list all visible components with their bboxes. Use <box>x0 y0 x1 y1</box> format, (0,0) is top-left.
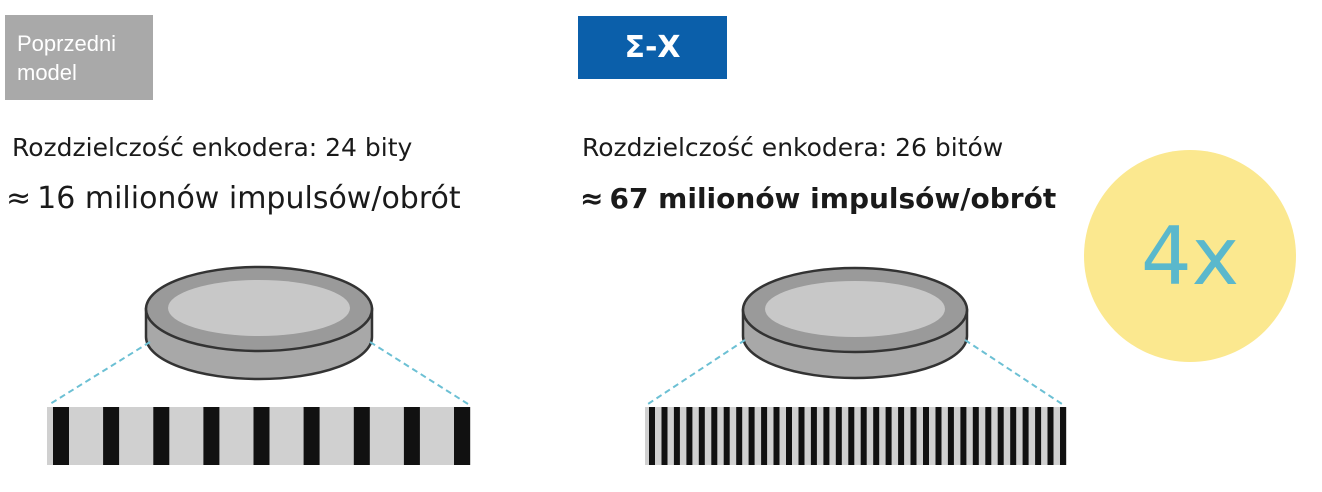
approx-symbol: ≈ <box>580 182 604 215</box>
scale-stripe <box>748 407 755 465</box>
scale-stripe <box>947 407 954 465</box>
scale-stripe <box>454 407 470 465</box>
scale-stripe <box>698 407 705 465</box>
scale-stripe <box>53 407 69 465</box>
scale-stripe <box>761 407 768 465</box>
right-resolution-text: Rozdzielczość enkodera: 26 bitów <box>582 133 1004 162</box>
scale-stripe <box>972 407 979 465</box>
previous-model-text: Poprzedni model <box>17 31 117 85</box>
scale-stripe <box>910 407 917 465</box>
right-stripes <box>649 407 1066 465</box>
previous-model-label: Poprzedni model <box>5 15 153 100</box>
scale-stripe <box>723 407 730 465</box>
scale-stripe <box>736 407 743 465</box>
scale-stripe <box>403 407 420 465</box>
scale-stripe <box>985 407 992 465</box>
scale-stripe <box>823 407 830 465</box>
scale-stripe <box>923 407 929 465</box>
scale-stripe <box>153 407 170 465</box>
encoder-disk-icon <box>741 266 969 380</box>
scale-stripe <box>935 407 942 465</box>
scale-stripe <box>860 407 867 465</box>
scale-stripe <box>353 407 370 465</box>
scale-stripe <box>673 407 680 465</box>
scale-stripe <box>960 407 967 465</box>
right-pulses-line: ≈67 milionów impulsów/obrót <box>580 182 1056 215</box>
scale-stripe <box>848 407 855 465</box>
scale-stripe <box>253 407 270 465</box>
scale-stripe <box>898 407 905 465</box>
scale-stripe <box>835 407 842 465</box>
scale-stripe <box>1060 407 1066 465</box>
scale-stripe <box>686 407 693 465</box>
left-resolution-text: Rozdzielczość enkodera: 24 bity <box>12 133 413 162</box>
speedup-badge: 4x <box>1084 150 1296 362</box>
sigma-x-label: Σ-X <box>578 16 727 79</box>
left-stripes <box>53 407 470 465</box>
scale-stripe <box>798 407 805 465</box>
scale-stripe <box>810 407 817 465</box>
scale-stripe <box>661 407 668 465</box>
scale-stripe <box>303 407 320 465</box>
scale-stripe <box>649 407 655 465</box>
scale-stripe <box>711 407 718 465</box>
scale-stripe <box>1010 407 1017 465</box>
scale-stripe <box>873 407 880 465</box>
right-pulses-text: 67 milionów impulsów/obrót <box>609 182 1057 215</box>
scale-stripe <box>203 407 220 465</box>
scale-stripe <box>773 407 780 465</box>
speedup-badge-text: 4x <box>1140 209 1240 303</box>
encoder-disk-icon <box>144 265 374 381</box>
approx-symbol: ≈ <box>6 181 32 216</box>
scale-stripe <box>1047 407 1054 465</box>
sigma-x-text: Σ-X <box>624 30 681 65</box>
scale-stripe <box>885 407 892 465</box>
scale-stripe <box>1035 407 1042 465</box>
scale-stripe <box>786 407 792 465</box>
scale-stripe <box>1022 407 1029 465</box>
left-pulses-line: ≈16 milionów impulsów/obrót <box>6 181 461 216</box>
left-pulses-text: 16 milionów impulsów/obrót <box>37 181 461 216</box>
scale-stripe <box>997 407 1004 465</box>
scale-stripe <box>103 407 120 465</box>
